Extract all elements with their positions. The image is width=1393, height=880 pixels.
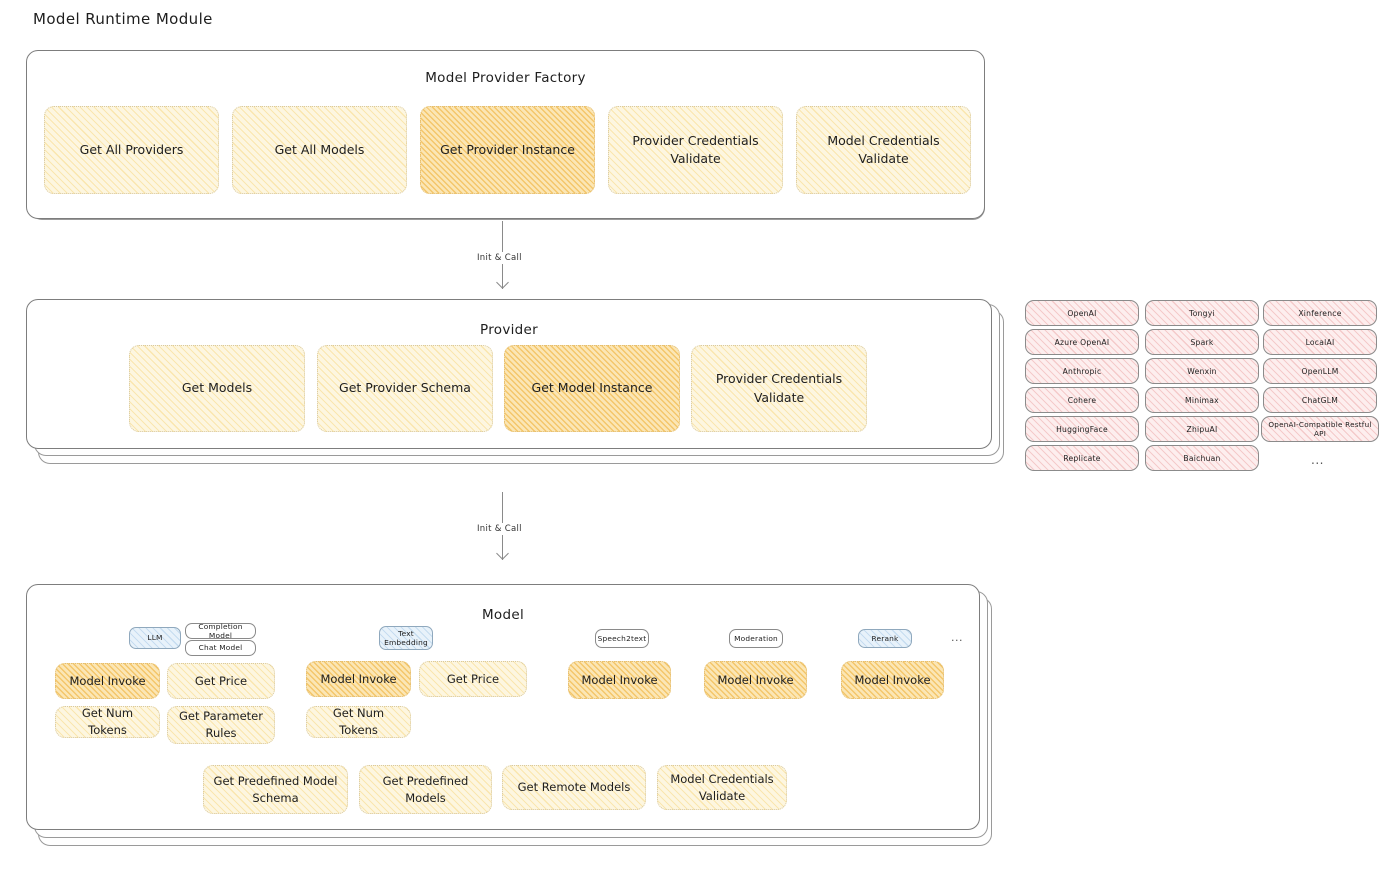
- provider-pill-huggingface[interactable]: HuggingFace: [1025, 416, 1139, 442]
- provider-pill-minimax[interactable]: Minimax: [1145, 387, 1259, 413]
- provider-list-more-ellipsis: ...: [1311, 453, 1324, 467]
- model-shared-method-model-credentials-validate[interactable]: Model Credentials Validate: [657, 765, 787, 810]
- provider-pill-anthropic[interactable]: Anthropic: [1025, 358, 1139, 384]
- model-type-badge-llm[interactable]: LLM: [129, 627, 181, 649]
- model-subtype-badge-completion-model[interactable]: Completion Model: [185, 622, 256, 640]
- model-title: Model: [481, 607, 525, 623]
- factory-method-get-all-models[interactable]: Get All Models: [232, 106, 407, 194]
- provider-pill-xinference[interactable]: Xinference: [1263, 300, 1377, 326]
- provider-pill-zhipuai[interactable]: ZhipuAI: [1145, 416, 1259, 442]
- model-method-moderation-model-invoke[interactable]: Model Invoke: [704, 661, 807, 699]
- page-title: Model Runtime Module: [33, 10, 213, 28]
- provider-method-provider-credentials-validate[interactable]: Provider Credentials Validate: [691, 345, 867, 432]
- arrow-provider-to-model-head: [496, 547, 509, 560]
- provider-method-get-provider-schema[interactable]: Get Provider Schema: [317, 345, 493, 432]
- model-method-text-embedding-get-num-tokens[interactable]: Get Num Tokens: [306, 706, 411, 738]
- provider-pill-chatglm[interactable]: ChatGLM: [1263, 387, 1377, 413]
- model-method-llm-get-parameter-rules[interactable]: Get Parameter Rules: [167, 706, 275, 744]
- factory-title: Model Provider Factory: [425, 70, 586, 86]
- model-method-text-embedding-model-invoke[interactable]: Model Invoke: [306, 661, 411, 697]
- model-shared-method-get-predefined-models[interactable]: Get Predefined Models: [359, 765, 492, 814]
- model-method-llm-get-price[interactable]: Get Price: [167, 663, 275, 699]
- model-method-speech2text-model-invoke[interactable]: Model Invoke: [568, 661, 671, 699]
- provider-pill-cohere[interactable]: Cohere: [1025, 387, 1139, 413]
- provider-pill-openai[interactable]: OpenAI: [1025, 300, 1139, 326]
- model-type-badge-rerank[interactable]: Rerank: [858, 629, 912, 648]
- provider-pill-localai[interactable]: LocalAI: [1263, 329, 1377, 355]
- model-type-badge-speech2text[interactable]: Speech2text: [595, 629, 649, 648]
- arrow-provider-to-model-label: Init & Call: [474, 523, 525, 535]
- factory-method-get-all-providers[interactable]: Get All Providers: [44, 106, 219, 194]
- model-method-rerank-model-invoke[interactable]: Model Invoke: [841, 661, 944, 699]
- provider-pill-tongyi[interactable]: Tongyi: [1145, 300, 1259, 326]
- provider-pill-openllm[interactable]: OpenLLM: [1263, 358, 1377, 384]
- factory-method-provider-credentials-validate[interactable]: Provider Credentials Validate: [608, 106, 783, 194]
- model-type-badge-moderation[interactable]: Moderation: [729, 629, 783, 648]
- provider-pill-wenxin[interactable]: Wenxin: [1145, 358, 1259, 384]
- model-method-llm-get-num-tokens[interactable]: Get Num Tokens: [55, 706, 160, 738]
- provider-pill-baichuan[interactable]: Baichuan: [1145, 445, 1259, 471]
- model-shared-method-get-predefined-model-schema[interactable]: Get Predefined Model Schema: [203, 765, 348, 814]
- provider-pill-azure-openai[interactable]: Azure OpenAI: [1025, 329, 1139, 355]
- factory-method-model-credentials-validate[interactable]: Model Credentials Validate: [796, 106, 971, 194]
- arrow-factory-to-provider-label: Init & Call: [474, 252, 525, 264]
- provider-method-get-models[interactable]: Get Models: [129, 345, 305, 432]
- model-shared-method-get-remote-models[interactable]: Get Remote Models: [502, 765, 646, 810]
- provider-pill-replicate[interactable]: Replicate: [1025, 445, 1139, 471]
- factory-method-get-provider-instance[interactable]: Get Provider Instance: [420, 106, 595, 194]
- model-subtype-badge-chat-model[interactable]: Chat Model: [185, 640, 256, 656]
- model-types-more-ellipsis: ...: [951, 631, 963, 644]
- arrow-factory-to-provider-head: [496, 276, 509, 289]
- model-method-text-embedding-get-price[interactable]: Get Price: [419, 661, 527, 697]
- model-type-badge-text-embedding[interactable]: Text Embedding: [379, 626, 433, 650]
- provider-title: Provider: [480, 322, 538, 338]
- provider-method-get-model-instance[interactable]: Get Model Instance: [504, 345, 680, 432]
- provider-pill-spark[interactable]: Spark: [1145, 329, 1259, 355]
- model-method-llm-model-invoke[interactable]: Model Invoke: [55, 663, 160, 699]
- provider-pill-openai-compatible-restful-api[interactable]: OpenAI-Compatible Restful API: [1261, 416, 1379, 442]
